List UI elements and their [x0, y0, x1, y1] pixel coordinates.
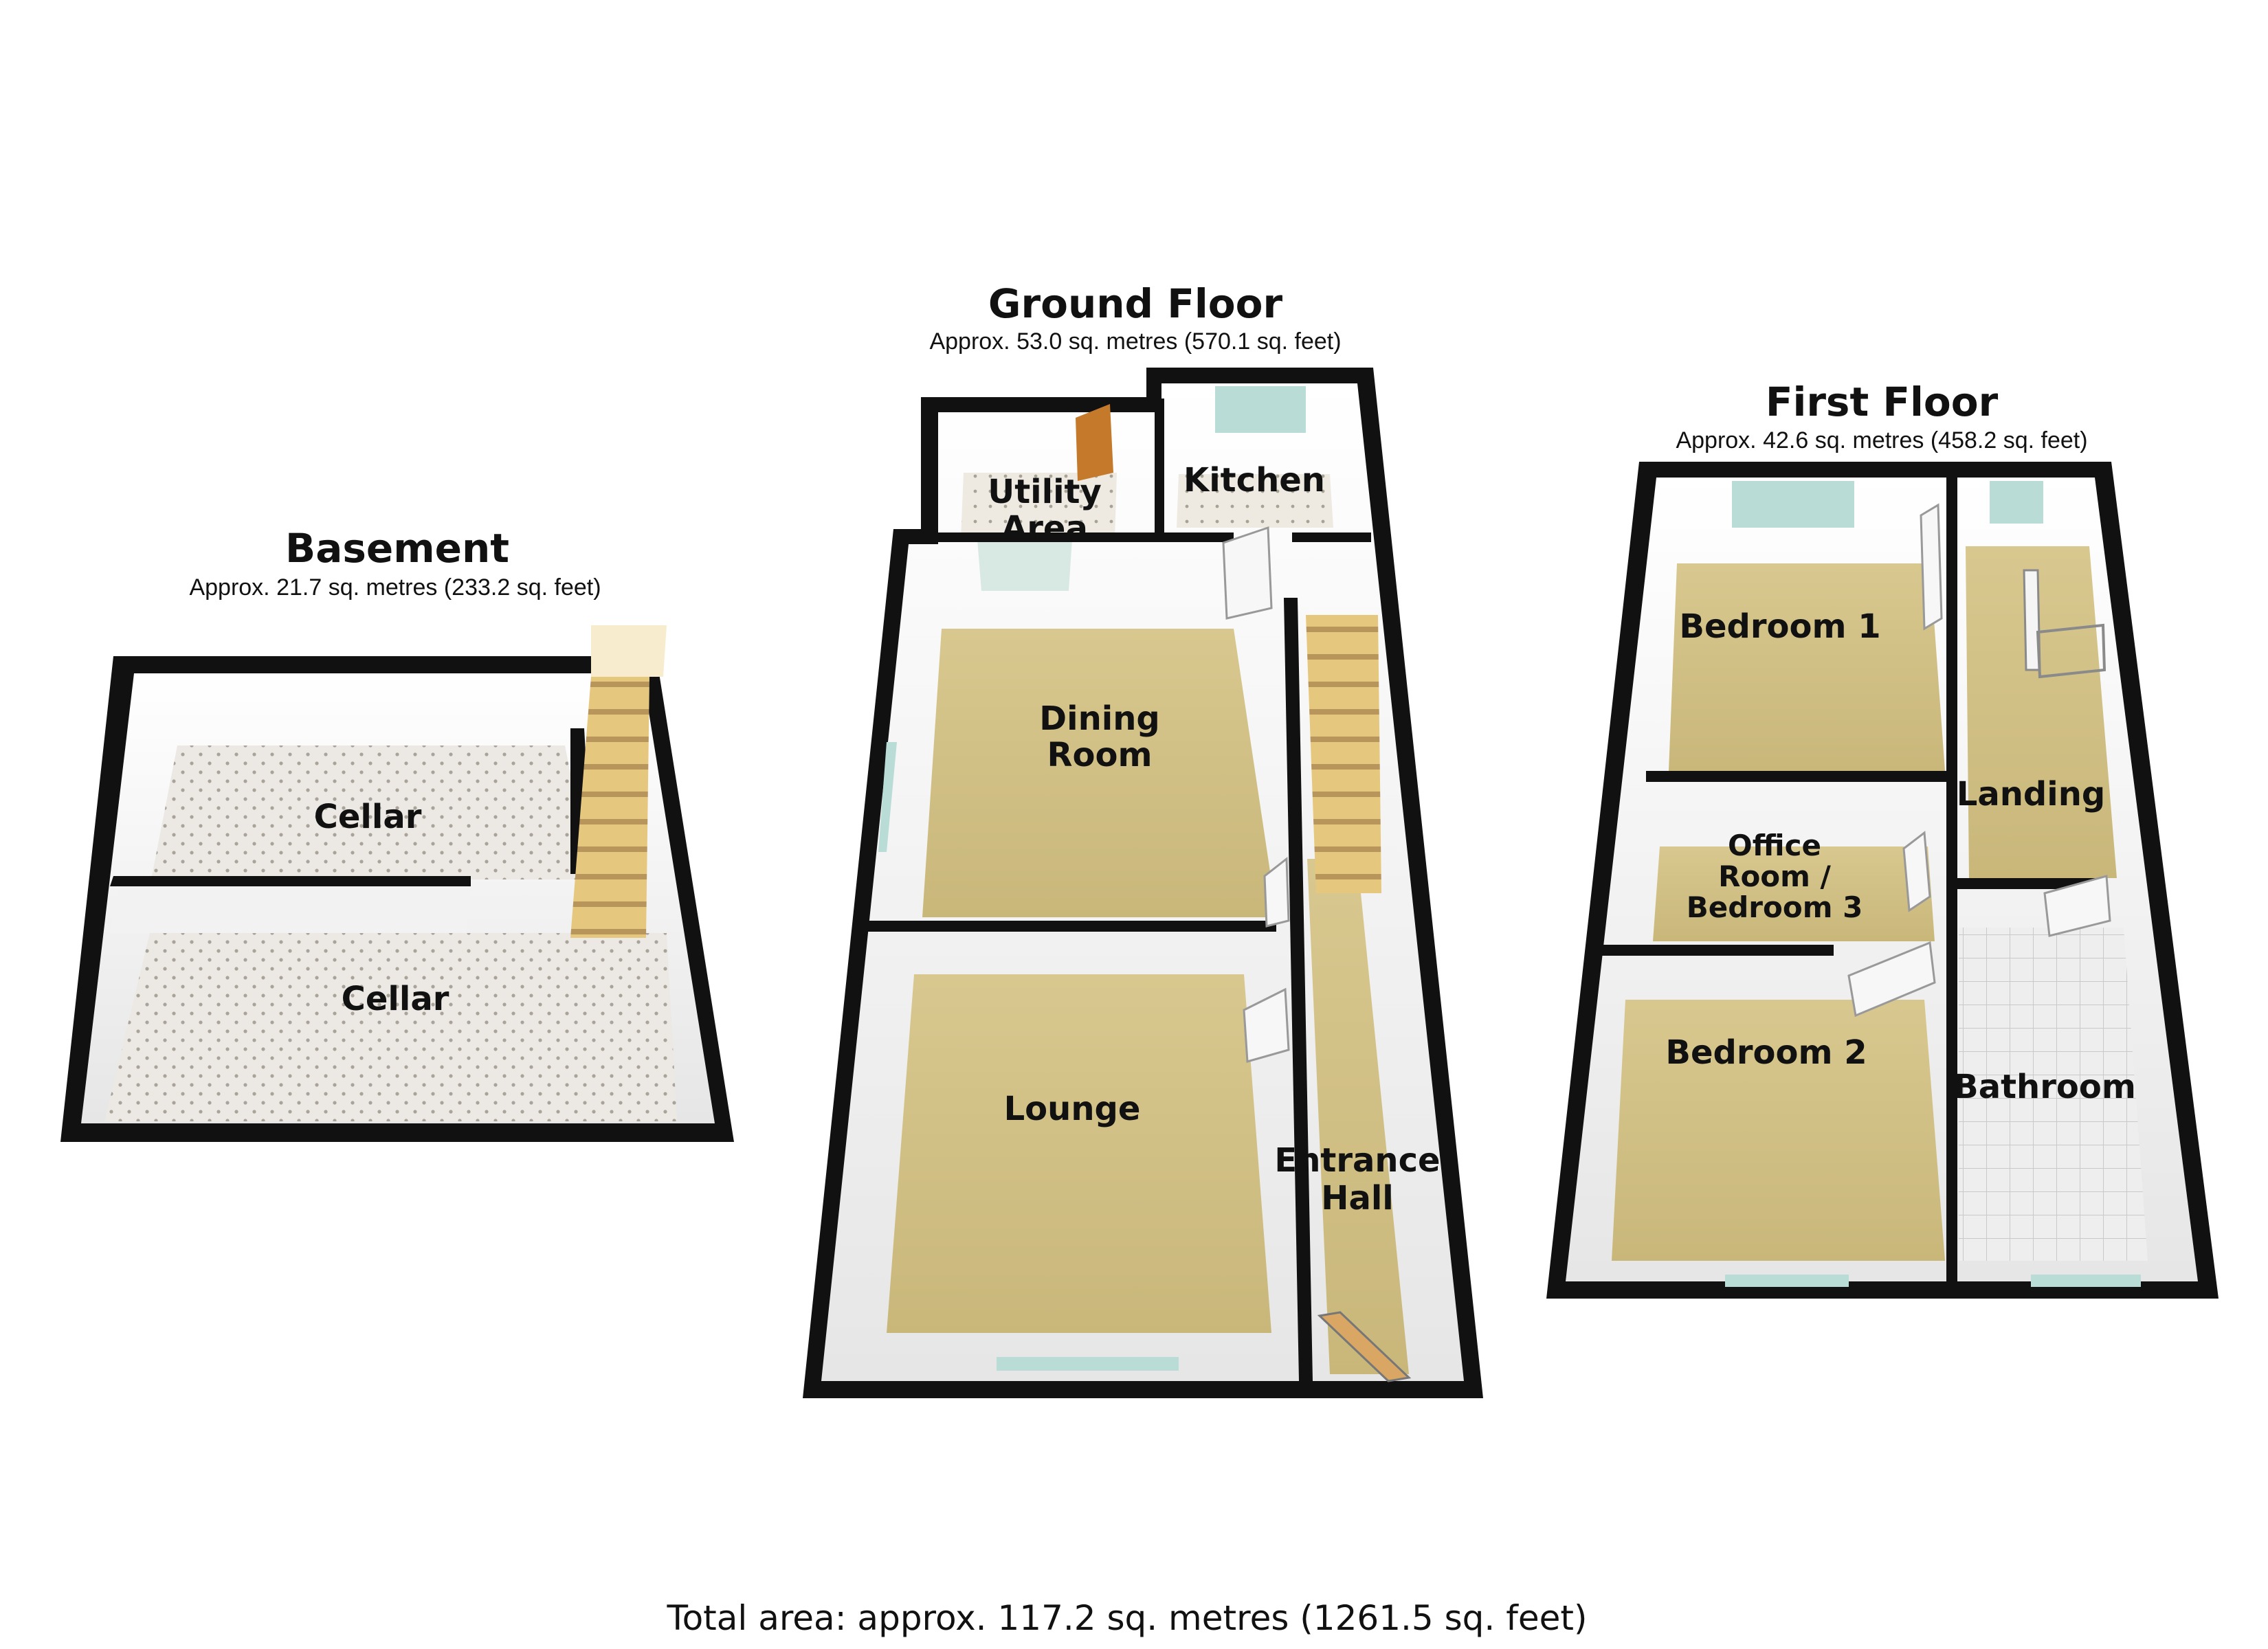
- kitchen-floor: [1177, 474, 1333, 528]
- office-floor: [1653, 846, 1935, 941]
- room-label-cellar-lower: Cellar: [342, 980, 449, 1018]
- basement-title: Basement: [285, 525, 509, 572]
- cellar-upper-floor: [151, 745, 591, 879]
- room-label-dining-1: Dining: [1039, 699, 1159, 738]
- room-label-bathroom: Bathroom: [1953, 1068, 2136, 1106]
- dining-room-floor: [922, 629, 1277, 917]
- basement-stairs: [570, 677, 649, 938]
- landing-stair-rail-2: [2036, 623, 2106, 679]
- entrance-hall-floor: [1307, 859, 1409, 1374]
- office-door: [1902, 831, 1931, 912]
- bedroom1-floor: [1669, 563, 1945, 771]
- upper-cross-wall: [921, 532, 1234, 542]
- dining-side-window: [878, 742, 897, 852]
- room-label-landing: Landing: [1957, 775, 2106, 814]
- lounge-window: [997, 1357, 1179, 1371]
- bedroom2-door: [1847, 941, 1936, 1018]
- cellar-lower-floor: [104, 933, 677, 1121]
- room-label-bedroom1: Bedroom 1: [1679, 607, 1880, 646]
- lounge-door: [1243, 987, 1290, 1063]
- room-label-utility-1: Utility: [988, 473, 1102, 511]
- basement-area: Approx. 21.7 sq. metres (233.2 sq. feet): [189, 574, 601, 601]
- upper-cross-wall-2: [1292, 532, 1371, 542]
- ground-floor-title: Ground Floor: [988, 280, 1283, 327]
- first-floor-area: Approx. 42.6 sq. metres (458.2 sq. feet): [1676, 427, 2087, 453]
- office-lower-wall: [1600, 945, 1834, 956]
- first-partition-wall: [1946, 464, 1957, 1288]
- front-door: [1317, 1311, 1412, 1382]
- bedroom2-floor: [1612, 1000, 1945, 1261]
- room-label-cellar-upper: Cellar: [314, 798, 422, 836]
- bedroom2-window: [1725, 1275, 1849, 1287]
- bathroom-floor: [1959, 928, 2148, 1261]
- utility-kitchen-wall: [1155, 399, 1164, 536]
- basement-plan: Cellar Cellar: [60, 625, 734, 1142]
- room-label-dining-2: Room: [1047, 736, 1153, 774]
- bedroom1-door: [1920, 503, 1943, 631]
- room-label-hall-1: Entrance: [1274, 1141, 1440, 1180]
- room-label-hall-2: Hall: [1321, 1179, 1393, 1218]
- bathroom-window: [2031, 1275, 2141, 1287]
- basement-stairs-top: [591, 625, 667, 677]
- back-door: [1076, 404, 1113, 481]
- room-label-utility-2: Area: [1001, 509, 1088, 548]
- ground-floor-area: Approx. 53.0 sq. metres (570.1 sq. feet): [929, 328, 1341, 355]
- bedroom1-lower-wall: [1646, 771, 1957, 782]
- room-label-lounge: Lounge: [1004, 1090, 1141, 1128]
- lounge-floor: [887, 974, 1271, 1333]
- cellar-divider-face: [110, 886, 471, 933]
- utility-floor: [961, 473, 1117, 539]
- room-label-office-2: Room /: [1718, 860, 1831, 893]
- hall-wall: [1284, 598, 1313, 1381]
- bedroom1-window: [1732, 481, 1854, 528]
- room-label-bedroom2: Bedroom 2: [1665, 1033, 1867, 1072]
- first-floor-title: First Floor: [1766, 379, 1999, 425]
- utility-floor-lower: [977, 539, 1072, 591]
- ground-stairs: [1306, 615, 1381, 893]
- total-area: Total area: approx. 117.2 sq. metres (12…: [667, 1598, 1588, 1638]
- kitchen-window: [1215, 386, 1306, 433]
- room-label-kitchen: Kitchen: [1183, 461, 1325, 500]
- landing-window: [1990, 481, 2043, 524]
- bathroom-door: [2043, 875, 2111, 937]
- hall-door-dining: [1263, 857, 1290, 928]
- dining-door: [1222, 526, 1273, 620]
- cellar-divider-wall: [110, 876, 471, 886]
- room-label-office-1: Office: [1728, 829, 1821, 862]
- landing-floor: [1966, 546, 2117, 878]
- room-label-office-3: Bedroom 3: [1687, 890, 1863, 924]
- dining-lounge-wall: [867, 921, 1276, 932]
- ground-floor-plan: Utility Area Kitchen Dining Room Lounge …: [803, 368, 1483, 1398]
- first-floor-plan: Bedroom 1 Landing Office Room / Bedroom …: [1546, 462, 2219, 1299]
